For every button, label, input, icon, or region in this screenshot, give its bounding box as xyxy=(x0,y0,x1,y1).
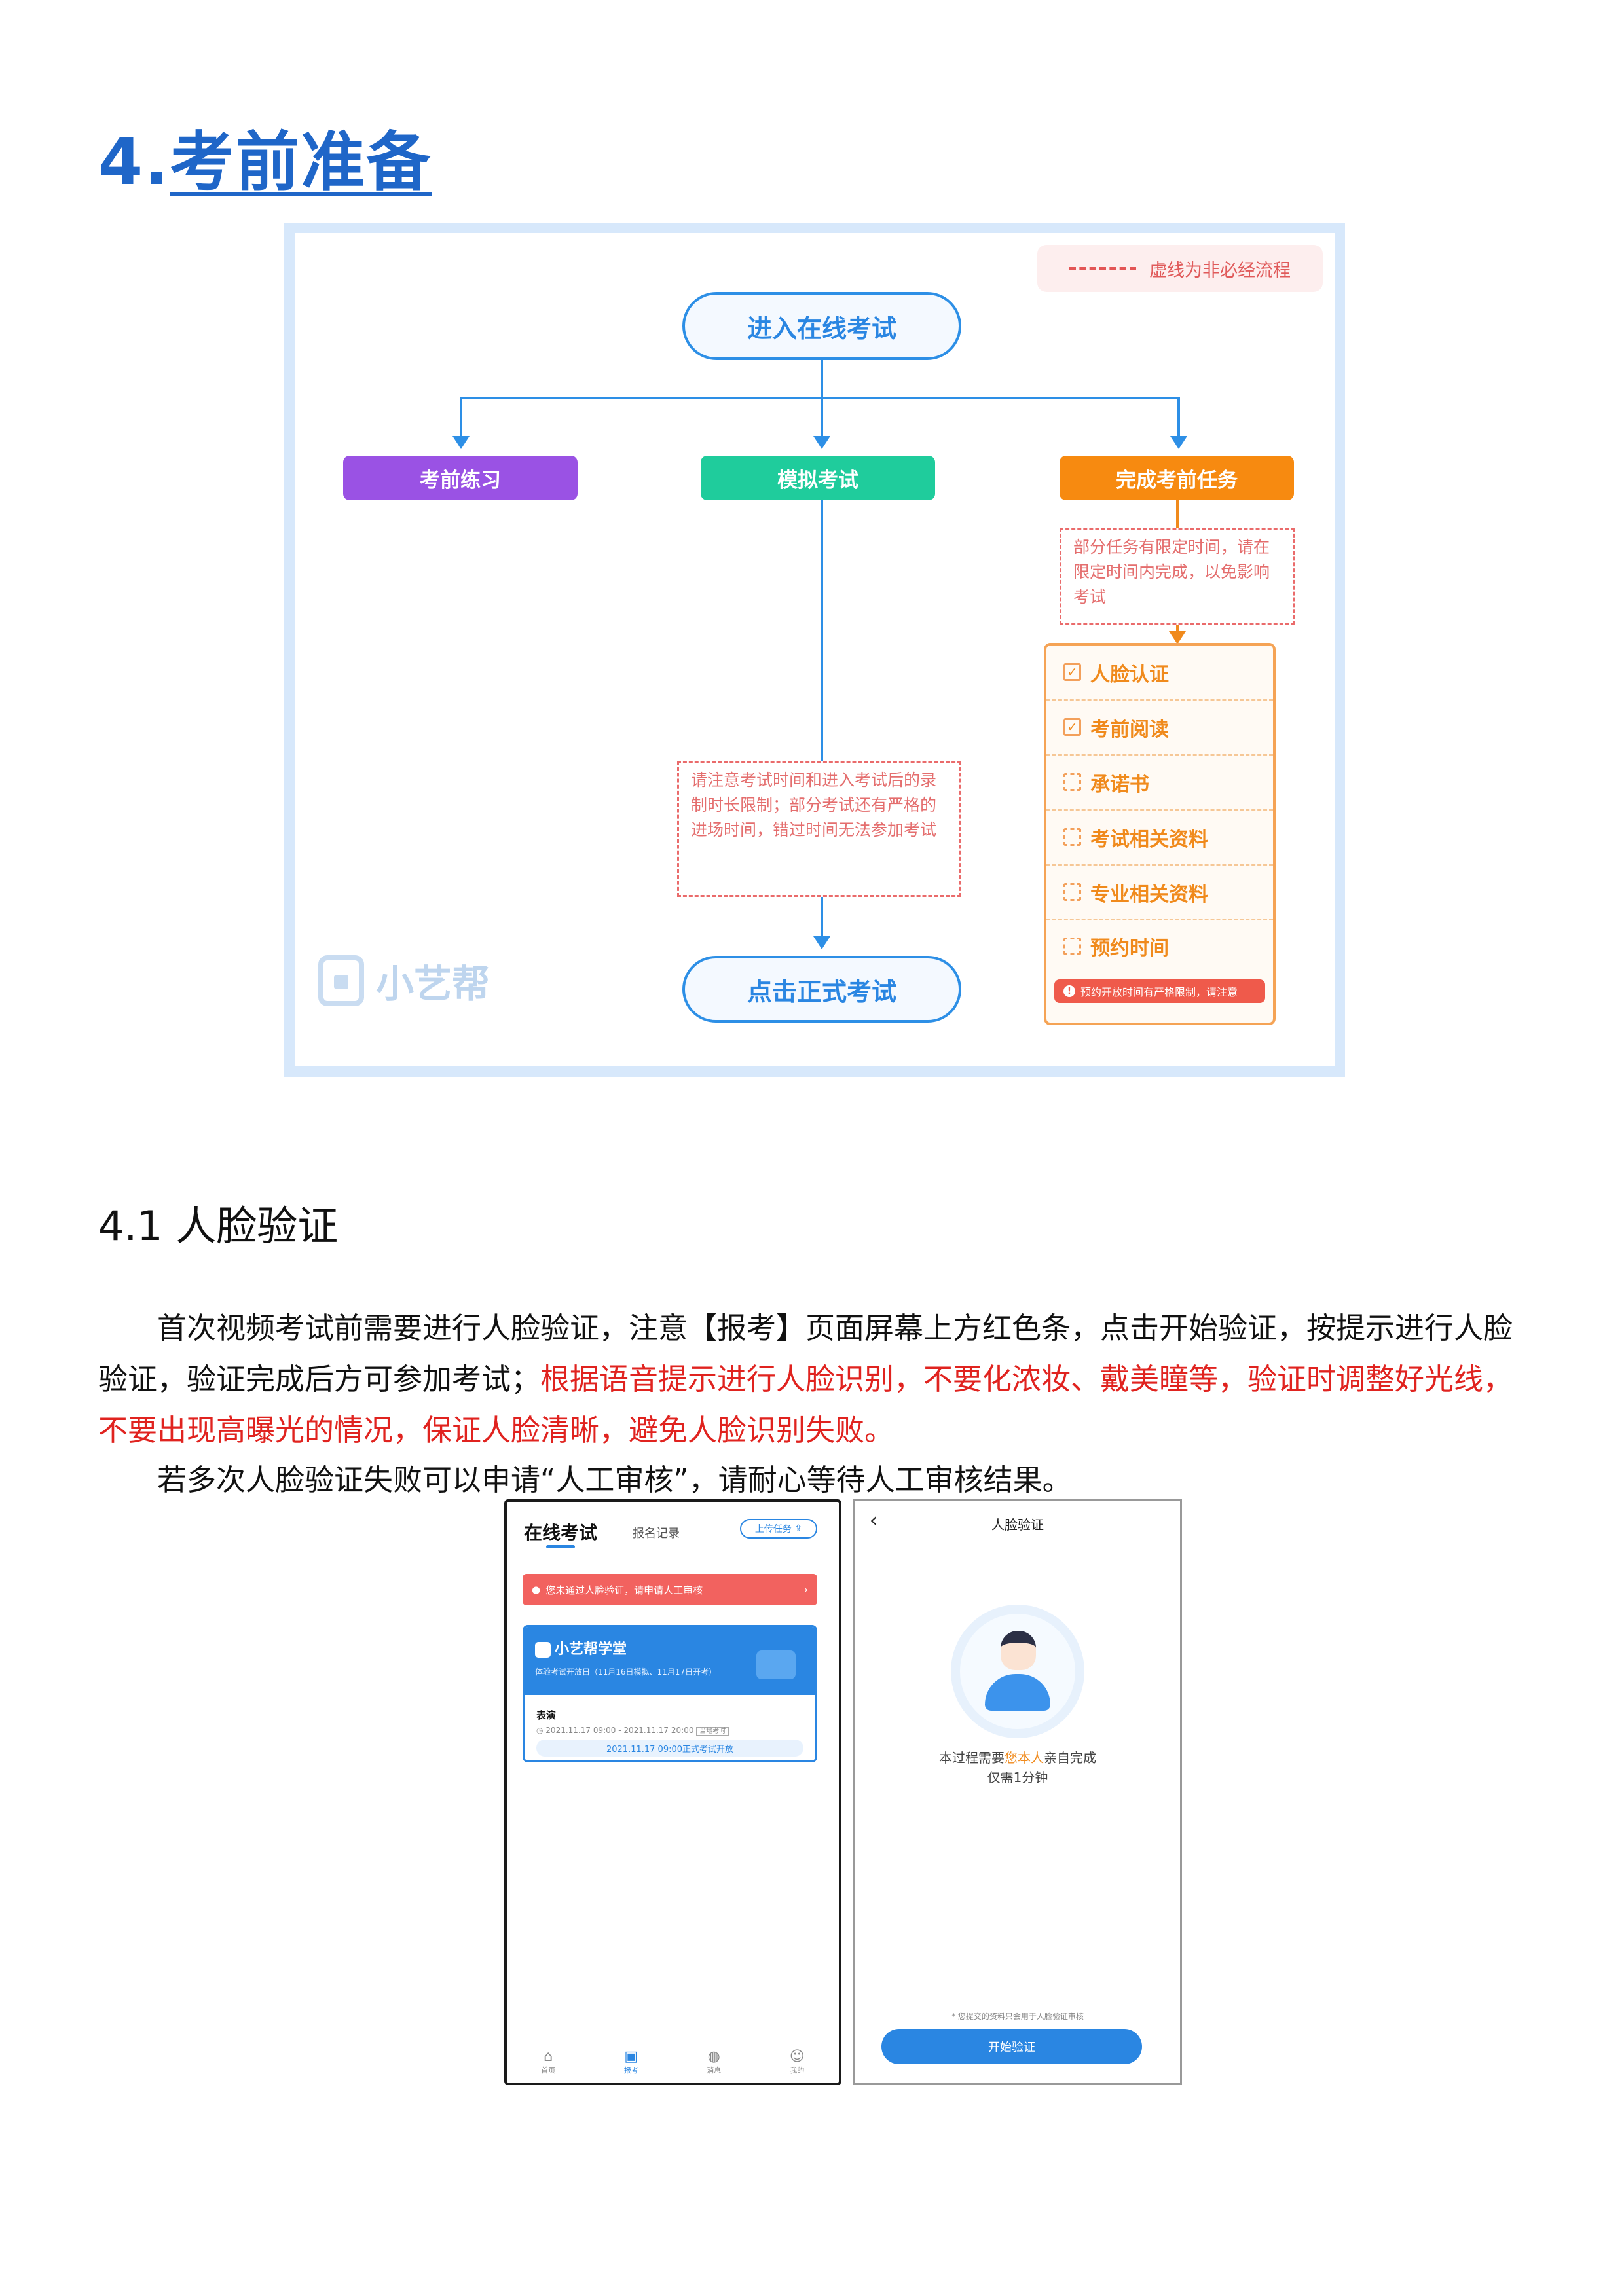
task-item: ✓考前阅读 xyxy=(1046,701,1273,756)
time-limit-note: 请注意考试时间和进入考试后的录制时长限制；部分考试还有严格的进场时间，错过时间无… xyxy=(677,761,961,897)
arrow-down-icon xyxy=(1169,631,1186,644)
phone-screenshot-face-verify: ‹ 人脸验证 本过程需要您本人亲自完成 仅需1分钟 * 您提交的资料只会用于人脸… xyxy=(853,1499,1182,2085)
task-item: 预约时间 xyxy=(1046,920,1273,972)
legend-note: 虚线为非必经流程 xyxy=(1037,245,1323,292)
connector xyxy=(821,360,823,398)
paragraph-1-plain: 首次视频考试前需要进行人脸验证，注意【报考】页面屏幕上方红色条，点击开始验证，按… xyxy=(98,1311,1513,1396)
nav-home[interactable]: ⌂首页 xyxy=(541,2048,556,2075)
arrow-down-icon xyxy=(452,436,470,449)
logo-mark-icon xyxy=(318,955,364,1006)
exam-time-range: ◷ 2021.11.17 09:00 - 2021.11.17 20:00 当地… xyxy=(536,1725,729,1736)
checkbox-checked-icon: ✓ xyxy=(1063,718,1081,736)
checkbox-empty-icon xyxy=(1063,828,1081,846)
alert-icon: ● xyxy=(532,1584,541,1595)
paragraph-1: 首次视频考试前需要进行人脸验证，注意【报考】页面屏幕上方红色条，点击开始验证，按… xyxy=(98,1303,1532,1456)
card-subtitle: 体验考试开放日（11月16日模拟、11月17日开考） xyxy=(535,1667,717,1677)
checkbox-checked-icon: ✓ xyxy=(1063,663,1081,681)
dashed-line-sample xyxy=(1069,266,1136,270)
back-chevron-icon[interactable]: ‹ xyxy=(870,1509,877,1532)
privacy-note: * 您提交的资料只会用于人脸验证审核 xyxy=(951,2012,1084,2021)
connector xyxy=(460,397,462,437)
branch-mock-exam: 模拟考试 xyxy=(701,456,935,500)
task-list: ✓人脸认证 ✓考前阅读 承诺书 考试相关资料 专业相关资料 预约时间 !预约开放… xyxy=(1044,643,1276,1025)
tab-underline xyxy=(546,1545,575,1548)
connector xyxy=(821,397,823,437)
checkbox-empty-icon xyxy=(1063,937,1081,955)
task-time-note: 部分任务有限定时间，请在限定时间内完成，以免影响考试 xyxy=(1060,528,1295,625)
exam-card-header: 小艺帮学堂 体验考试开放日（11月16日模拟、11月17日开考） xyxy=(525,1627,815,1695)
paragraph-2: 若多次人脸验证失败可以申请“人工审核”，请耐心等待人工审核结果。 xyxy=(157,1463,1072,1497)
arrow-down-icon xyxy=(813,936,830,949)
upload-task-button[interactable]: 上传任务 ⇪ xyxy=(740,1519,817,1539)
task-item: 专业相关资料 xyxy=(1046,866,1273,920)
connector xyxy=(821,897,823,936)
section-title: 4.1 人脸验证 xyxy=(98,1202,339,1250)
checkbox-empty-icon xyxy=(1063,883,1081,901)
start-verify-button[interactable]: 开始验证 xyxy=(881,2029,1142,2064)
exam-subject: 表演 xyxy=(536,1709,557,1721)
chevron-right-icon: › xyxy=(804,1584,808,1595)
paragraph-1-highlight: 根据语音提示进行人脸识别，不要化浓妆、戴美瞳等，验证时调整好光线，不要出现高曝光… xyxy=(98,1362,1513,1448)
face-verify-duration: 仅需1分钟 xyxy=(987,1770,1048,1785)
connector xyxy=(1177,397,1180,437)
message-icon: ◍ xyxy=(707,2048,720,2065)
card-brand: 小艺帮学堂 xyxy=(535,1637,627,1658)
checkbox-empty-icon xyxy=(1063,773,1081,791)
branch-pre-exam-tasks: 完成考前任务 xyxy=(1060,456,1294,500)
bottom-nav: ⌂首页 ▣报考 ◍消息 ☺我的 xyxy=(507,2042,839,2081)
face-frame xyxy=(951,1605,1084,1738)
tab-online-exam[interactable]: 在线考试 xyxy=(524,1522,598,1544)
exam-open-notice: 2021.11.17 09:00正式考试开放 xyxy=(536,1740,803,1757)
task-item: 考试相关资料 xyxy=(1046,811,1273,866)
connector xyxy=(460,397,1180,399)
arrow-down-icon xyxy=(813,436,830,449)
task-warning: !预约开放时间有严格限制，请注意 xyxy=(1054,979,1265,1003)
task-item: 承诺书 xyxy=(1046,756,1273,811)
tab-registration[interactable]: 报名记录 xyxy=(633,1527,680,1540)
exam-card[interactable]: 小艺帮学堂 体验考试开放日（11月16日模拟、11月17日开考） 表演 ◷ 20… xyxy=(523,1625,817,1762)
heading-title: 考前准备 xyxy=(170,125,432,200)
alert-icon: ! xyxy=(1063,985,1075,997)
brand-logo-icon xyxy=(535,1642,551,1658)
flowchart-panel: 虚线为非必经流程 进入在线考试 考前练习 模拟考试 完成考前任务 请注意考试时间… xyxy=(284,223,1345,1077)
connector xyxy=(1176,625,1179,632)
apply-icon: ▣ xyxy=(624,2048,638,2065)
phone-screenshot-online-exam: 在线考试 报名记录 上传任务 ⇪ ● 您未通过人脸验证，请申请人工审核 › 小艺… xyxy=(504,1499,841,2085)
end-node: 点击正式考试 xyxy=(682,956,961,1023)
watermark-logo: 小艺帮 xyxy=(318,953,490,1008)
legend-note-text: 虚线为非必经流程 xyxy=(1149,260,1291,281)
profile-icon: ☺ xyxy=(789,2048,805,2065)
home-icon: ⌂ xyxy=(544,2048,553,2065)
start-node: 进入在线考试 xyxy=(682,292,961,360)
page-heading: 4.考前准备 xyxy=(98,110,432,203)
arrow-down-icon xyxy=(1170,436,1187,449)
connector xyxy=(1176,500,1179,528)
task-item: ✓人脸认证 xyxy=(1046,646,1273,701)
nav-messages[interactable]: ◍消息 xyxy=(707,2048,722,2075)
video-play-icon xyxy=(756,1650,796,1679)
face-verify-alert-bar[interactable]: ● 您未通过人脸验证，请申请人工审核 › xyxy=(523,1574,817,1605)
face-verify-desc: 本过程需要您本人亲自完成 xyxy=(939,1750,1096,1766)
branch-practice: 考前练习 xyxy=(343,456,578,500)
nav-profile[interactable]: ☺我的 xyxy=(789,2048,805,2075)
nav-apply[interactable]: ▣报考 xyxy=(623,2048,638,2075)
person-avatar-icon xyxy=(982,1631,1053,1712)
face-verify-title: 人脸验证 xyxy=(991,1517,1044,1533)
heading-number: 4. xyxy=(98,125,170,200)
connector xyxy=(821,500,823,786)
